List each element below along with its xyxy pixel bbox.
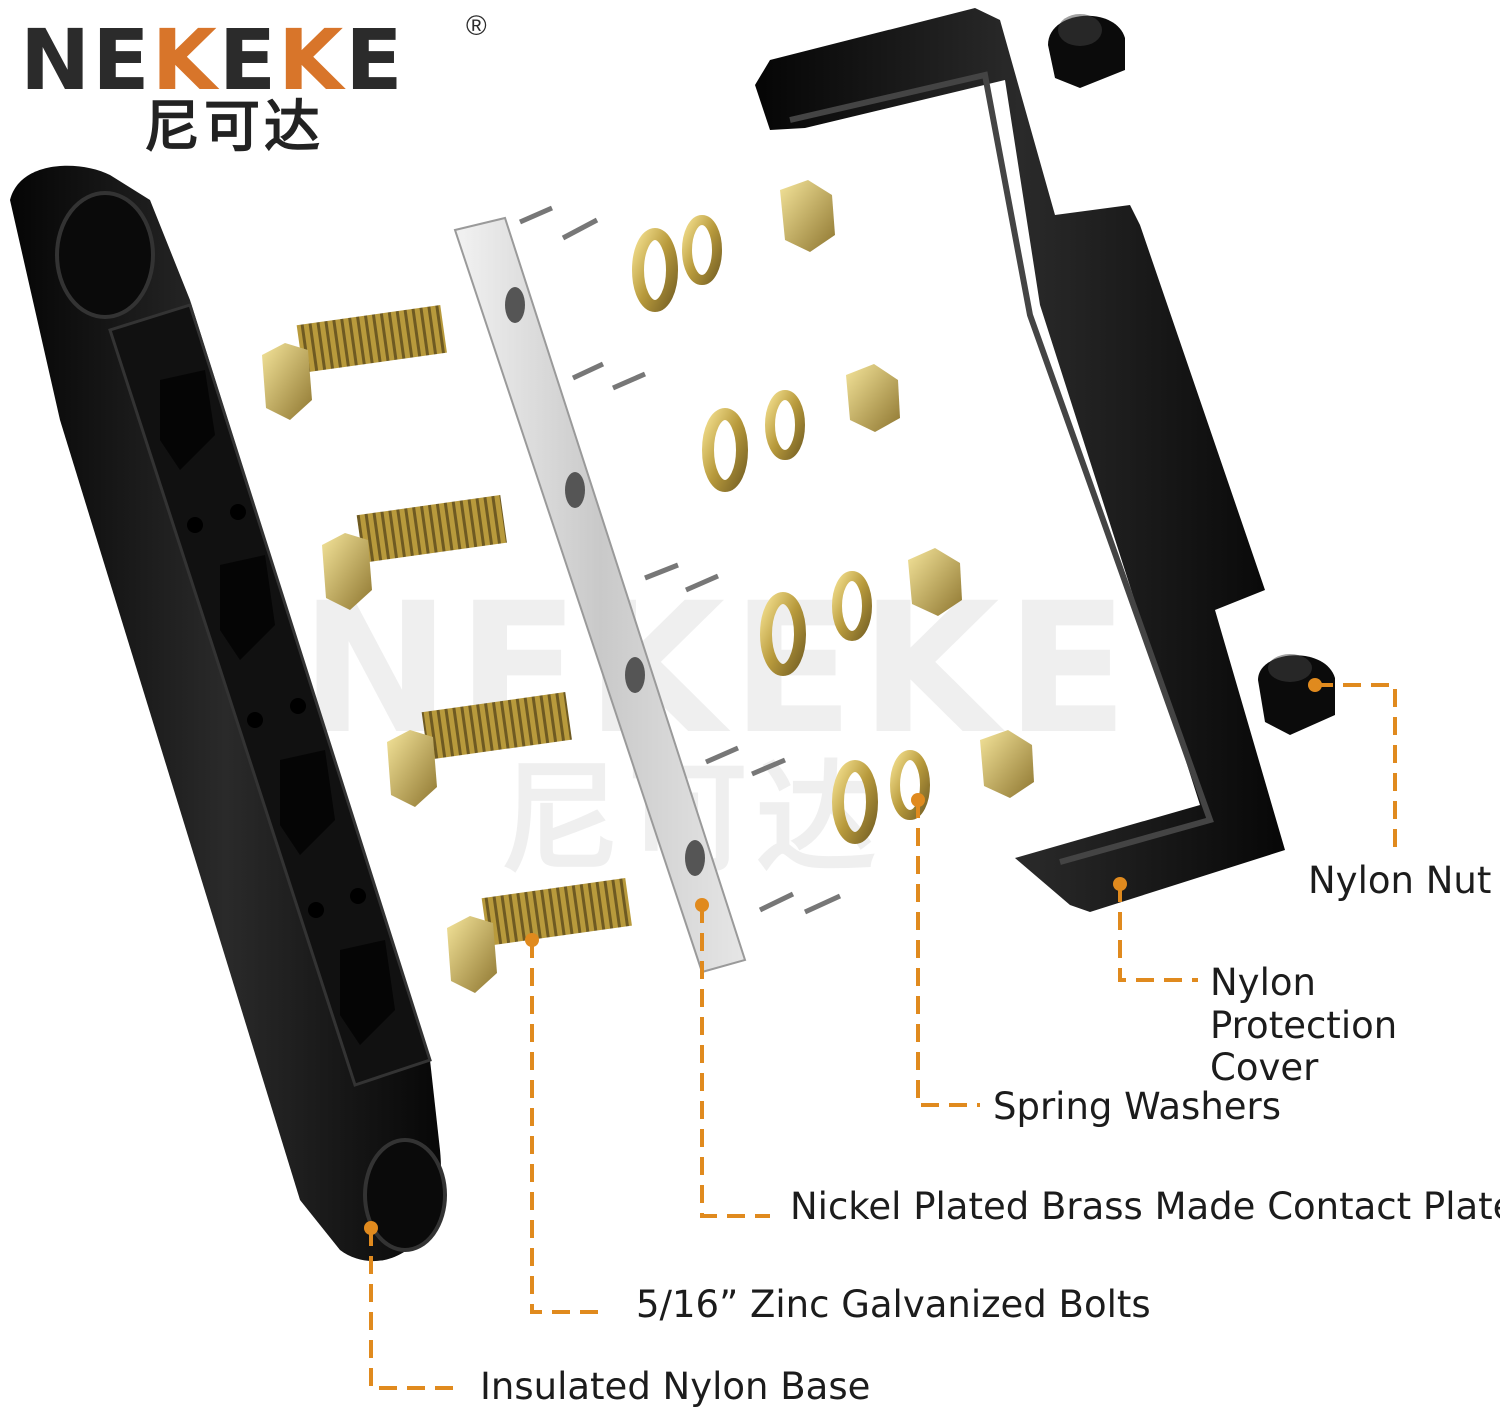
callout-base: Insulated Nylon Base — [480, 1365, 871, 1408]
nylon-base — [10, 165, 447, 1262]
hex-nuts-group — [780, 180, 1034, 798]
bolt — [322, 495, 507, 610]
callout-nylon-nut: Nylon Nut — [1308, 859, 1492, 902]
brand-wordmark: NEKEKE — [20, 11, 405, 109]
callout-contact-plate: Nickel Plated Brass Made Contact Plate — [790, 1185, 1500, 1228]
nylon-nut — [1258, 654, 1335, 735]
callout-bolts: 5/16” Zinc Galvanized Bolts — [636, 1283, 1151, 1326]
callout-spring-washers: Spring Washers — [993, 1085, 1282, 1128]
nylon-protection-cover — [755, 8, 1285, 912]
leader-dots — [364, 678, 1322, 1235]
bolt — [447, 878, 632, 993]
brand-chinese-name: 尼可达 — [144, 95, 324, 160]
bolts-group — [262, 305, 632, 993]
bolt — [262, 305, 447, 420]
leader-lines — [369, 683, 1397, 1390]
screws-group — [518, 205, 842, 915]
callout-nylon-protection-cover: Nylon Protection Cover — [1210, 961, 1398, 1090]
washers-group — [632, 215, 930, 844]
nylon-nut-top — [1048, 14, 1125, 88]
brand-logo: NEKEKE ® 尼可达 — [20, 10, 500, 160]
registered-mark: ® — [466, 10, 487, 41]
contact-plate — [453, 216, 747, 974]
bolt — [387, 692, 572, 807]
